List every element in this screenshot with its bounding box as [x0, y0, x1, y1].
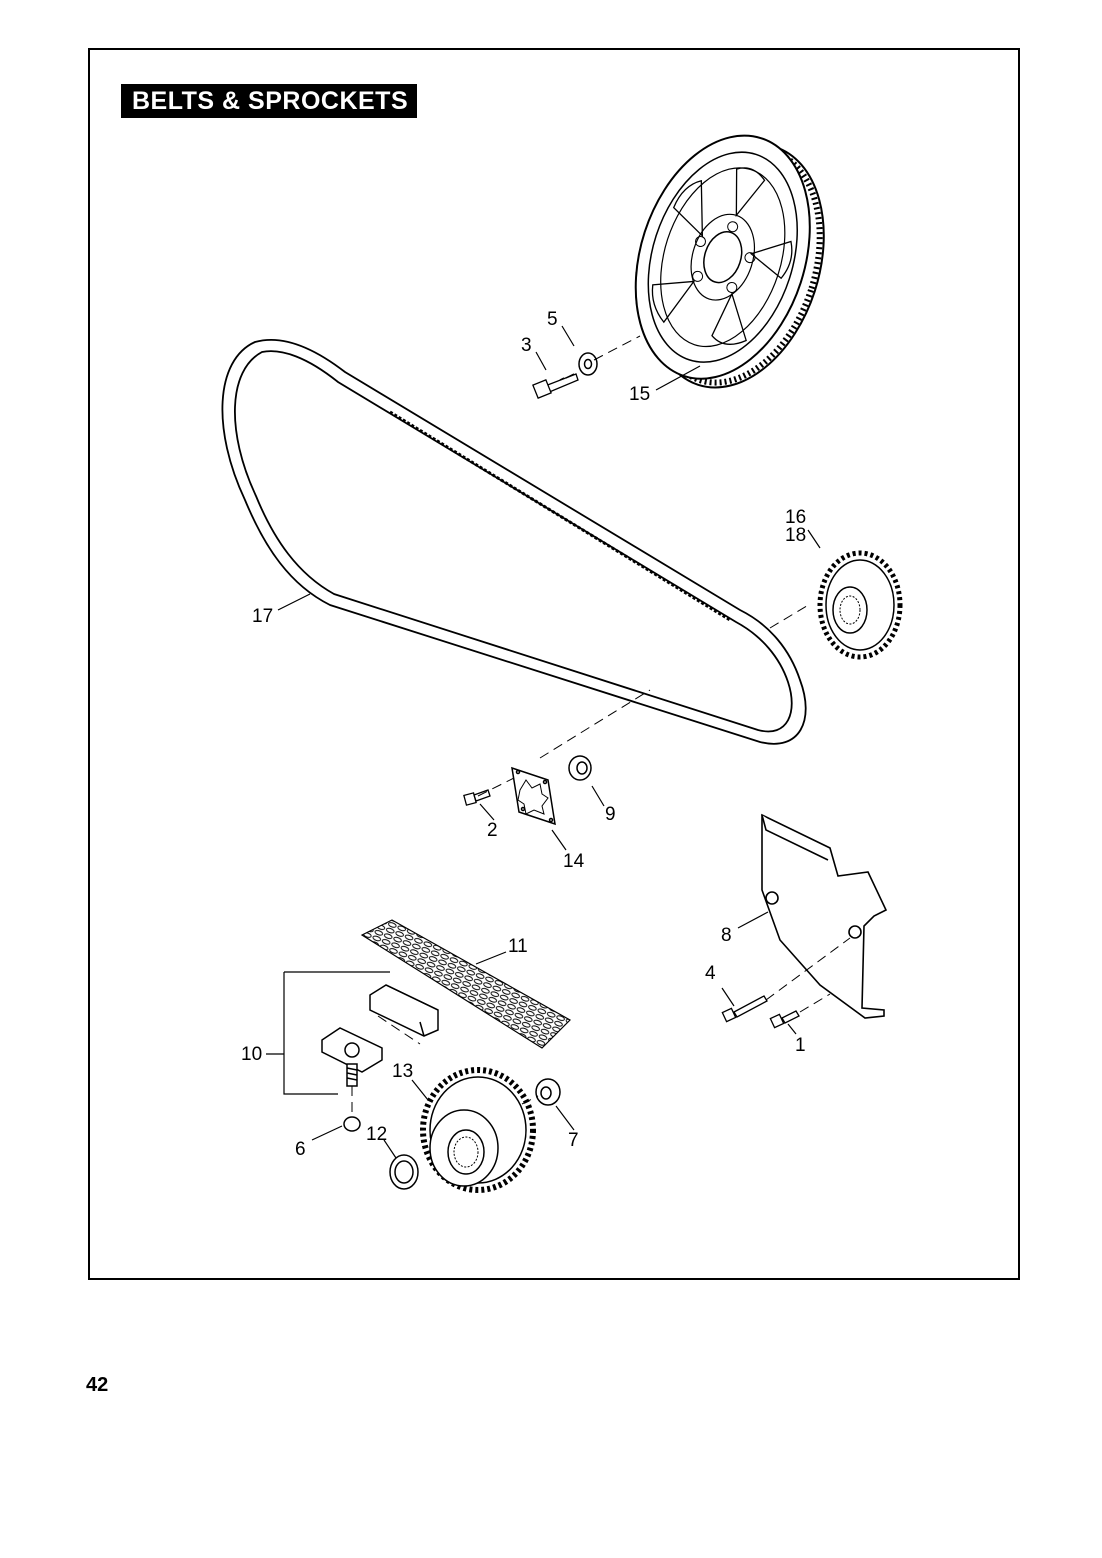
callout-11: 11: [508, 936, 528, 957]
callout-7: 7: [568, 1130, 579, 1151]
callout-16: 16: [785, 507, 806, 528]
sprocket-bushing: [389, 1154, 419, 1190]
primary-chain: [360, 919, 571, 1049]
engine-sprocket: [420, 1067, 536, 1193]
drive-belt: [221, 338, 807, 745]
pulley-washer: [578, 352, 598, 376]
rear-pulley: [634, 134, 825, 389]
callout-13: 13: [392, 1061, 413, 1082]
callout-2: 2: [487, 820, 498, 841]
callout-18: 18: [785, 525, 806, 546]
callout-3: 3: [521, 335, 532, 356]
callout-10: 10: [241, 1044, 262, 1065]
callout-5: 5: [547, 309, 558, 330]
callout-15: 15: [629, 384, 650, 405]
page-title: BELTS & SPROCKETS: [121, 84, 418, 118]
lock-plate: [511, 766, 556, 826]
leader-lines: [266, 325, 821, 1159]
engine-sprocket-nut: [535, 1078, 561, 1106]
sprocket-nut: [568, 755, 592, 781]
callout-labels: 1 2 3 4 5 6 7 8 9 10 11 12 13 14 15 16 1…: [241, 309, 806, 1160]
callout-14: 14: [563, 851, 585, 872]
callout-4: 4: [705, 963, 716, 984]
alignment-lines: [351, 335, 851, 1116]
cover-bolt-short: [769, 1010, 800, 1029]
primary-cover: [761, 813, 888, 1019]
cover-bolt-long: [721, 995, 768, 1023]
callout-8: 8: [721, 925, 732, 946]
callout-1: 1: [795, 1035, 806, 1056]
pulley-bolt: [532, 373, 579, 399]
lock-plate-screw: [463, 789, 491, 806]
callout-6: 6: [295, 1139, 306, 1160]
callout-9: 9: [605, 804, 616, 825]
callout-17: 17: [252, 606, 273, 627]
transmission-sprocket: [817, 550, 903, 660]
diagram-frame: [88, 48, 1020, 1280]
chain-tensioner: [283, 971, 439, 1132]
page-number: 42: [86, 1374, 109, 1396]
callout-12: 12: [366, 1124, 387, 1145]
